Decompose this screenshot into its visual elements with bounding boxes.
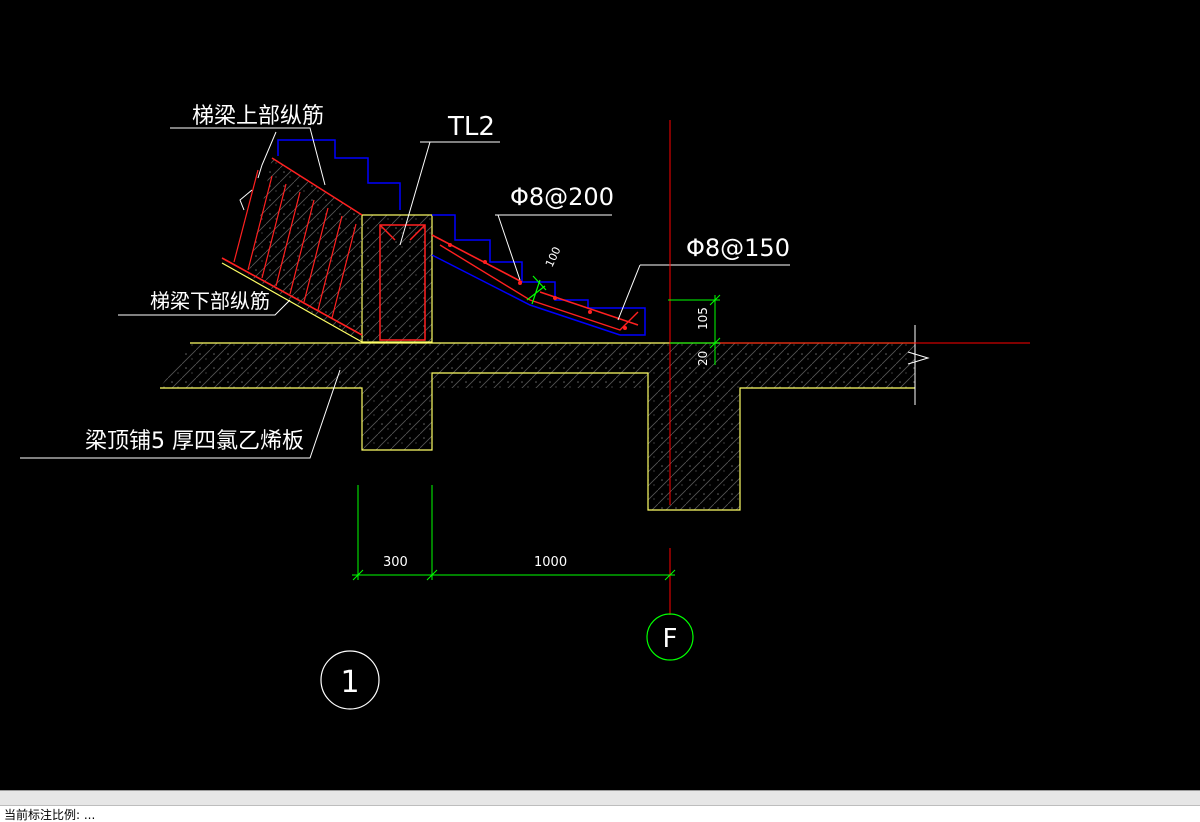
grid-axis-label: F — [663, 624, 678, 654]
dim-100: 100 — [543, 245, 564, 270]
grid-bubble — [646, 613, 694, 661]
tl2-beam — [361, 214, 433, 343]
command-line[interactable]: 当前标注比例: ... — [0, 805, 1200, 822]
detail-bubble — [320, 650, 380, 710]
label-tl2: TL2 — [447, 112, 495, 142]
label-lower-bar: 梯梁下部纵筋 — [150, 289, 270, 313]
dim-105: 105 — [696, 307, 710, 330]
leader-lines — [20, 127, 790, 459]
slab-outline — [160, 372, 915, 511]
dimension-lines — [352, 294, 721, 581]
lower-stair-flight — [431, 214, 646, 336]
ground-slab — [160, 325, 930, 511]
command-bar: 当前标注比例: ... — [0, 790, 1200, 822]
label-foam-board: 梁顶铺5 厚四氯乙烯板 — [85, 429, 304, 454]
dim-1000: 1000 — [534, 555, 567, 570]
upper-stair-slab — [221, 131, 401, 343]
cad-drawing-canvas[interactable]: 梯梁上部纵筋 TL2 Φ8@200 Φ8@150 梯梁下部纵筋 梁顶铺5 厚四氯… — [0, 0, 1200, 790]
label-phi8-150: Φ8@150 — [686, 234, 790, 262]
label-upper-bar: 梯梁上部纵筋 — [192, 104, 324, 129]
break-symbol — [907, 325, 930, 405]
dim-300: 300 — [383, 555, 408, 570]
dim-20: 20 — [696, 351, 710, 366]
detail-number: 1 — [340, 665, 359, 700]
axis-lines — [669, 120, 1030, 615]
label-phi8-200: Φ8@200 — [510, 183, 614, 211]
